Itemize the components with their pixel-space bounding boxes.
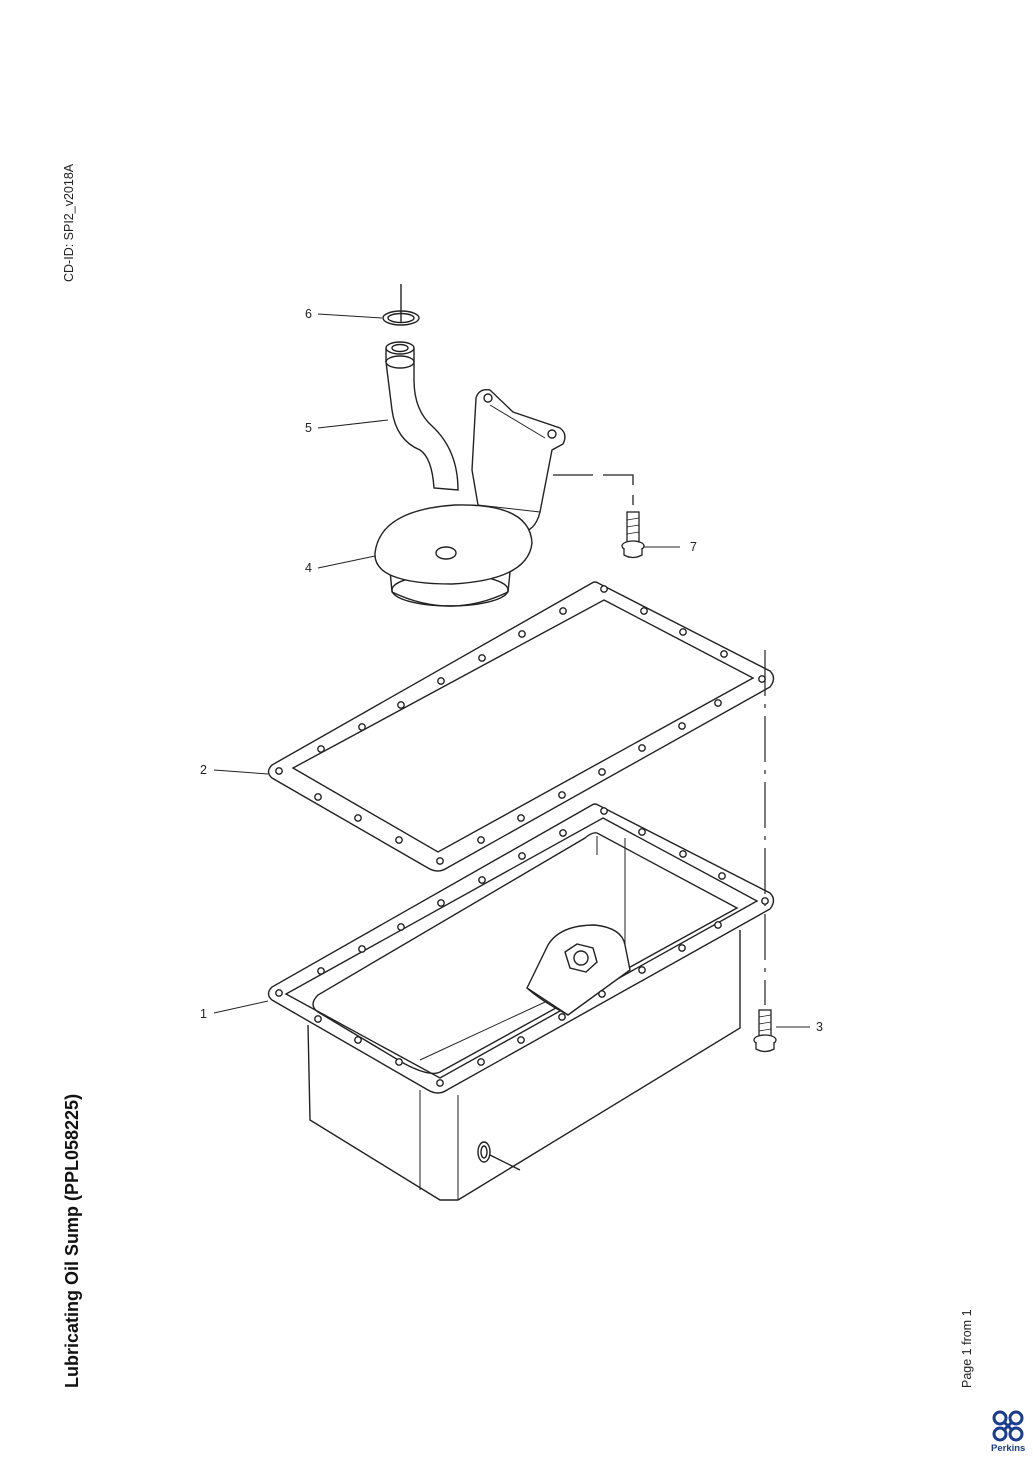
callout-3: 3 [816, 1020, 823, 1034]
callout-1: 1 [200, 1007, 207, 1021]
callout-6: 6 [305, 307, 312, 321]
callout-5: 5 [305, 421, 312, 435]
sump-bolt-part [753, 1009, 777, 1053]
callout-2: 2 [200, 763, 207, 777]
oil-sump-part [267, 803, 775, 1201]
brand-name: Perkins [991, 1443, 1026, 1454]
bracket-bolt-part [553, 474, 645, 559]
perkins-logo-icon [992, 1410, 1024, 1442]
leader-lines [213, 313, 810, 1028]
sump-gasket-part [267, 581, 775, 872]
o-ring-part [382, 284, 420, 326]
callout-7: 7 [690, 540, 697, 554]
suction-pipe-part [374, 341, 566, 607]
callout-4: 4 [305, 561, 312, 575]
